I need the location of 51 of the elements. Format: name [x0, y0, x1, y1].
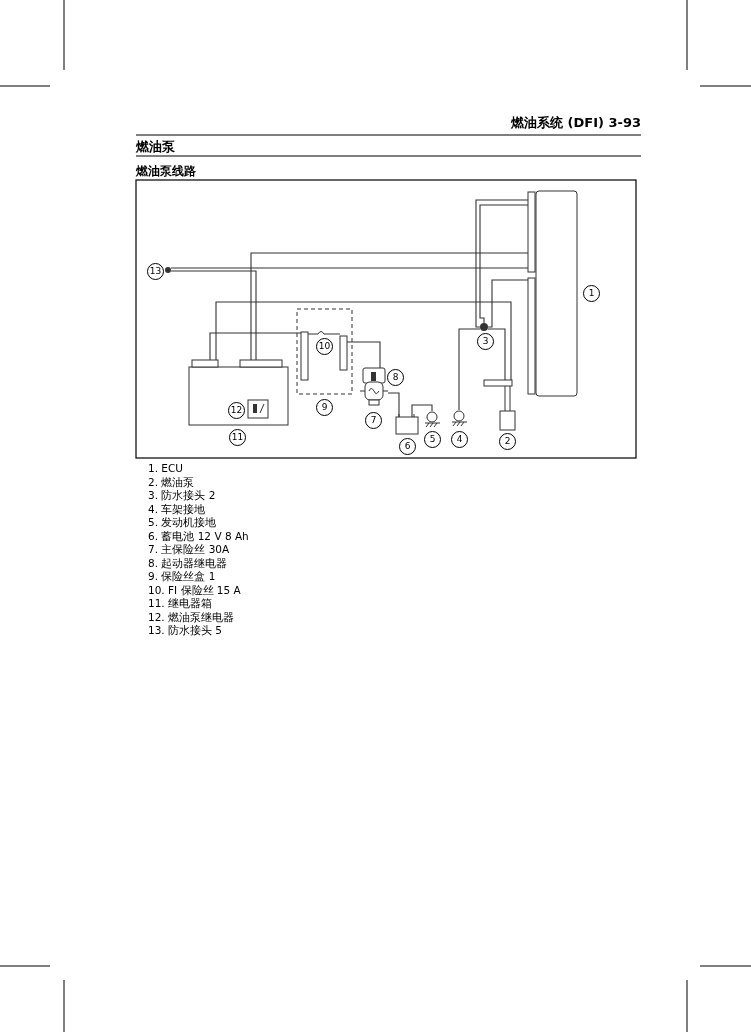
- fuel-pump-drawing: [483, 379, 516, 431]
- wire: [170, 270, 257, 361]
- wire: [170, 267, 529, 269]
- callout-number: 1: [583, 285, 600, 302]
- legend-item: 10. FI 保险丝 15 A: [148, 583, 241, 598]
- section-heading: 燃油泵: [136, 138, 175, 156]
- fuse-symbol: [359, 381, 389, 406]
- page-header: 燃油系统 (DFI) 3-93: [511, 114, 641, 132]
- ground-symbol: [451, 410, 468, 427]
- battery-symbol: [395, 413, 419, 435]
- legend-item: 12. 燃油泵继电器: [148, 610, 235, 625]
- fuse-box: [296, 308, 353, 395]
- legend-item: 1. ECU: [148, 462, 183, 474]
- relay-symbol: [247, 399, 269, 419]
- figure-heading: 燃油泵线路: [136, 163, 196, 180]
- legend-item: 13. 防水接头 5: [148, 624, 223, 638]
- callout-number: 3: [477, 333, 494, 350]
- callout-number: 13: [147, 263, 164, 280]
- callout-number: 7: [365, 412, 382, 429]
- fuse-symbol: [300, 331, 348, 381]
- legend-item: 3. 防水接头 2: [148, 489, 216, 503]
- relay-box: [188, 359, 289, 426]
- callout-number: 6: [399, 438, 416, 455]
- callout-number: 9: [316, 399, 333, 416]
- wire: [209, 332, 302, 361]
- ecu-box: [527, 190, 578, 397]
- callout-number: 11: [229, 429, 246, 446]
- connector-dot: [165, 267, 171, 273]
- callout-number: 10: [316, 338, 333, 355]
- wire: [215, 301, 512, 381]
- callout-number: 5: [424, 431, 441, 448]
- wire: [250, 252, 529, 361]
- wire: [487, 279, 529, 328]
- ground-symbol: [424, 411, 441, 428]
- legend-item: 6. 蓄电池 12 V 8 Ah: [148, 529, 249, 544]
- legend-item: 8. 起动器继电器: [148, 556, 228, 571]
- relay-symbol: [362, 367, 386, 384]
- wire: [346, 341, 381, 369]
- legend-item: 9. 保险丝盒 1: [148, 570, 216, 584]
- wire: [458, 328, 481, 411]
- wire: [487, 328, 506, 381]
- legend-item: 5. 发动机接地: [148, 516, 217, 530]
- legend-item: 11. 继电器箱: [148, 597, 213, 611]
- connector-dot: [480, 323, 488, 331]
- wire: [411, 404, 433, 418]
- callout-number: 8: [387, 369, 404, 386]
- callout-number: 4: [451, 431, 468, 448]
- callout-number: 2: [499, 433, 516, 450]
- legend-item: 4. 车架接地: [148, 502, 206, 517]
- legend-item: 2. 燃油泵: [148, 475, 195, 490]
- legend-item: 7. 主保险丝 30A: [148, 543, 230, 557]
